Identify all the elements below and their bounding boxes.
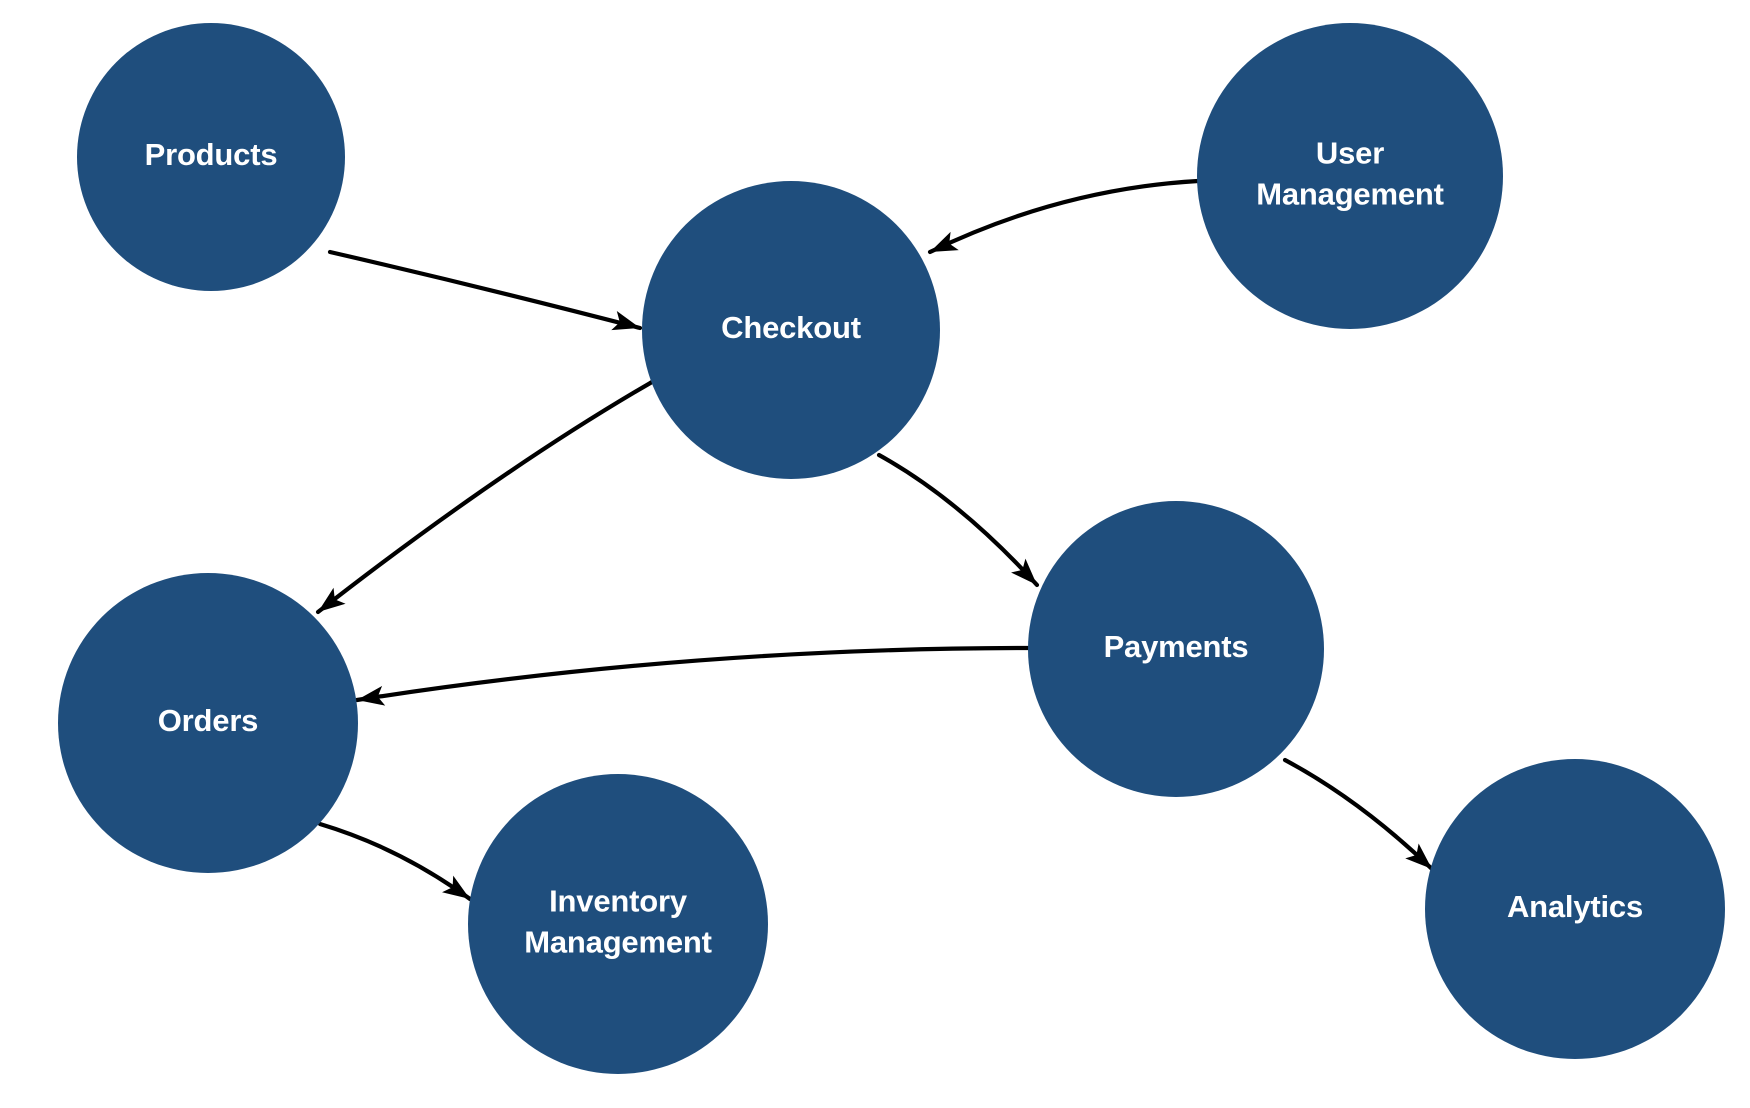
edge-line [315,379,655,615]
edge-hit-area[interactable] [330,252,640,328]
node-products[interactable]: Products [77,23,345,291]
arrowhead-icon [442,875,470,899]
edge-user-management-to-checkout[interactable] [926,178,1201,261]
node-circle[interactable] [468,774,768,1074]
node-circle[interactable] [1197,23,1503,329]
edge-line [927,178,1201,255]
arrowhead-icon [318,587,346,612]
node-circle[interactable] [1425,759,1725,1059]
edge-hit-area[interactable] [357,648,1029,700]
edge-hit-area[interactable] [1285,760,1432,869]
arrowhead-icon [1011,558,1037,585]
node-analytics[interactable]: Analytics [1425,759,1725,1059]
edge-hit-area[interactable] [318,382,652,612]
edge-checkout-to-orders[interactable] [312,379,655,620]
node-orders[interactable]: Orders [58,573,358,873]
node-circle[interactable] [77,23,345,291]
edge-orders-to-inventory-management[interactable] [317,821,476,907]
edges-layer [312,178,1439,907]
arrowhead-icon [611,310,640,331]
edge-hit-area[interactable] [879,455,1037,585]
node-payments[interactable]: Payments [1028,501,1324,797]
edge-hit-area[interactable] [930,181,1198,252]
node-circle[interactable] [58,573,358,873]
edge-hit-area[interactable] [320,824,470,899]
edge-line [354,645,1032,703]
node-circle[interactable] [1028,501,1324,797]
edge-line [1282,757,1435,872]
edge-payments-to-analytics[interactable] [1282,757,1439,876]
edge-checkout-to-payments[interactable] [876,452,1044,592]
edge-line [876,452,1040,588]
node-checkout[interactable]: Checkout [642,181,940,479]
arrowhead-icon [357,685,386,706]
edge-products-to-checkout[interactable] [327,249,643,338]
edge-payments-to-orders[interactable] [354,645,1032,710]
edge-line [327,249,643,331]
arrowhead-icon [930,231,959,252]
node-circle[interactable] [642,181,940,479]
arrowhead-icon [1405,843,1432,869]
